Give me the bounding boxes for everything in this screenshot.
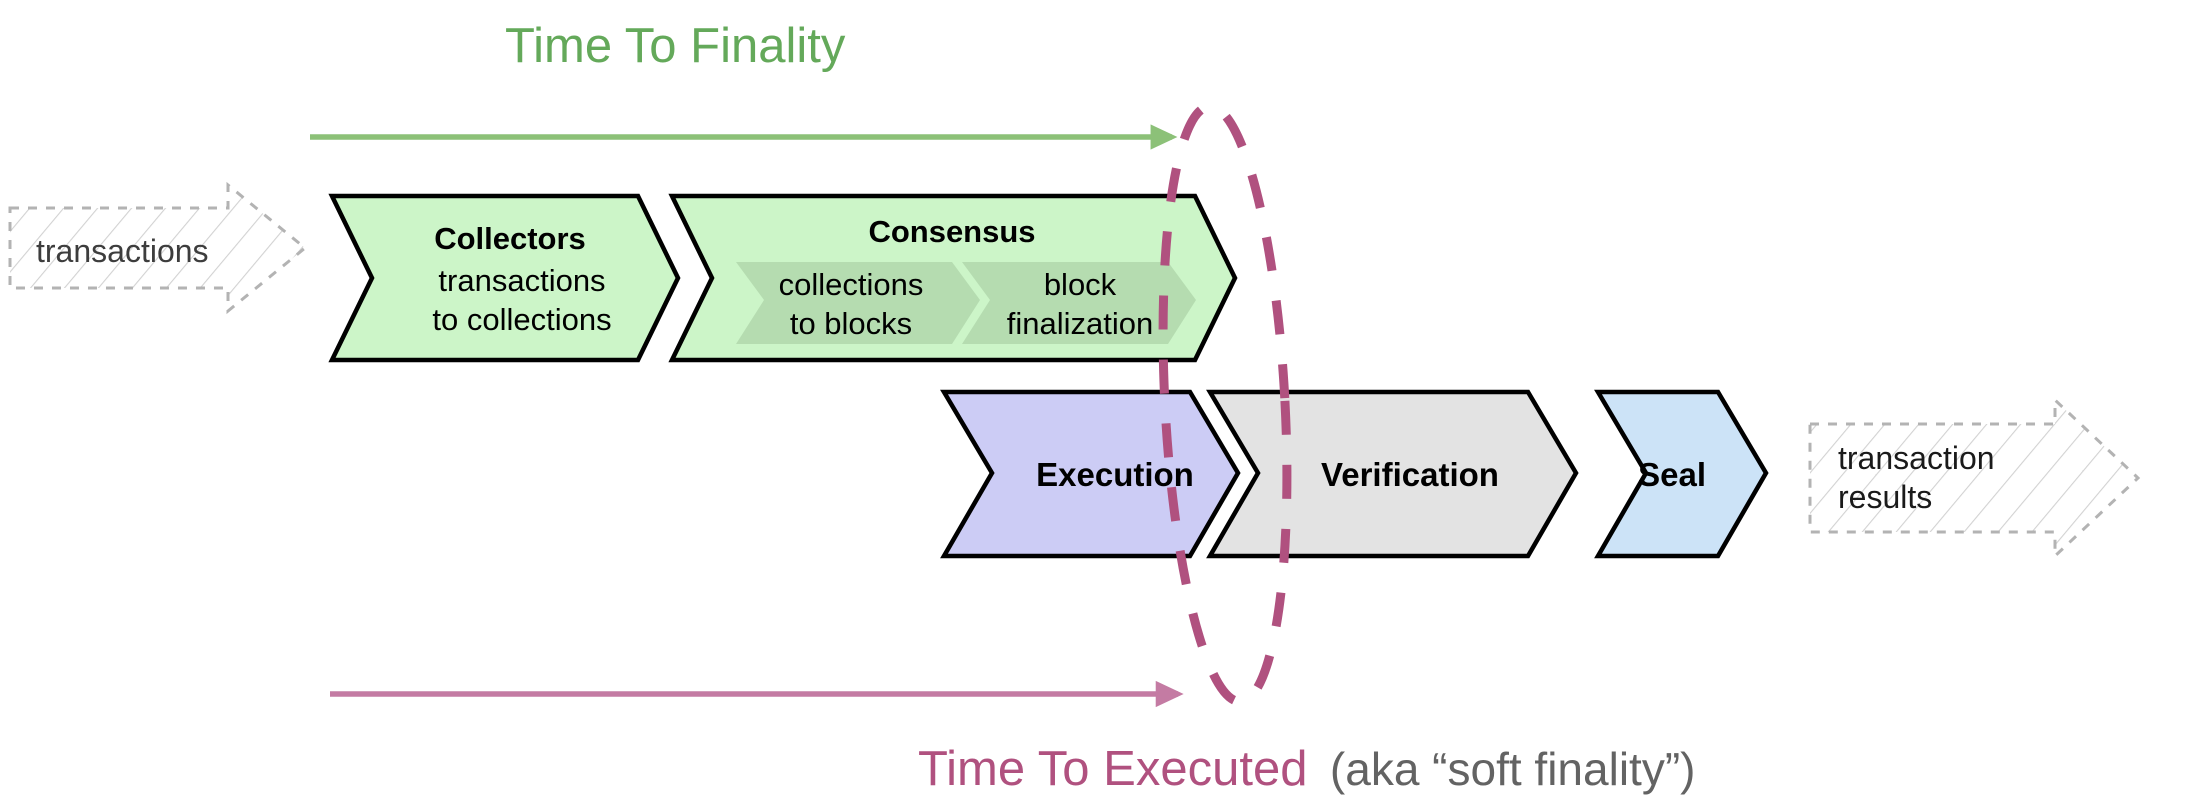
substage-block-finalization[interactable]: block finalization (962, 262, 1196, 344)
collections-to-blocks-line2: to blocks (790, 306, 912, 341)
output-arrow-label-line1: transaction (1838, 440, 1995, 476)
verification-title: Verification (1321, 456, 1499, 493)
input-arrow-label: transactions (36, 233, 209, 269)
input-arrow-shape (8, 181, 308, 315)
time-to-executed-note: (aka “soft finality”) (1330, 743, 1696, 795)
block-finalization-shape (962, 262, 1196, 344)
time-to-executed-title: Time To Executed (918, 742, 1307, 796)
seal-chevron-shape (1594, 389, 1769, 559)
stage-consensus[interactable]: Consensus collections to blocks block fi… (668, 193, 1238, 363)
stage-seal[interactable]: Seal (1594, 389, 1769, 559)
stage-verification[interactable]: Verification (1206, 389, 1579, 559)
finality-boundary-ellipse (1158, 101, 1292, 707)
collections-to-blocks-line1: collections (779, 267, 924, 302)
collectors-subtitle-line2: to collections (432, 302, 611, 337)
block-finalization-line1: block (1044, 267, 1117, 302)
collectors-subtitle-line1: transactions (438, 263, 605, 298)
substage-collections-to-blocks[interactable]: collections to blocks (736, 262, 980, 344)
stage-execution[interactable]: Execution (940, 389, 1241, 559)
input-transactions-arrow: transactions (8, 181, 308, 315)
execution-title: Execution (1036, 456, 1194, 493)
time-to-finality-title: Time To Finality (505, 19, 846, 73)
collectors-chevron-shape (328, 193, 681, 363)
collectors-title: Collectors (434, 221, 586, 256)
verification-chevron-shape (1206, 389, 1579, 559)
time-to-executed-title-group: Time To Executed (aka “soft finality”) (918, 742, 1695, 796)
seal-title: Seal (1638, 456, 1706, 493)
block-finalization-line2: finalization (1007, 306, 1153, 341)
consensus-title: Consensus (868, 214, 1035, 249)
output-arrow-shape (1808, 396, 2141, 560)
output-arrow-label-line2: results (1838, 479, 1932, 515)
output-transaction-results-arrow: transaction results (1808, 396, 2141, 560)
collections-to-blocks-shape (736, 262, 980, 344)
stage-collectors[interactable]: Collectors transactions to collections (328, 193, 681, 363)
